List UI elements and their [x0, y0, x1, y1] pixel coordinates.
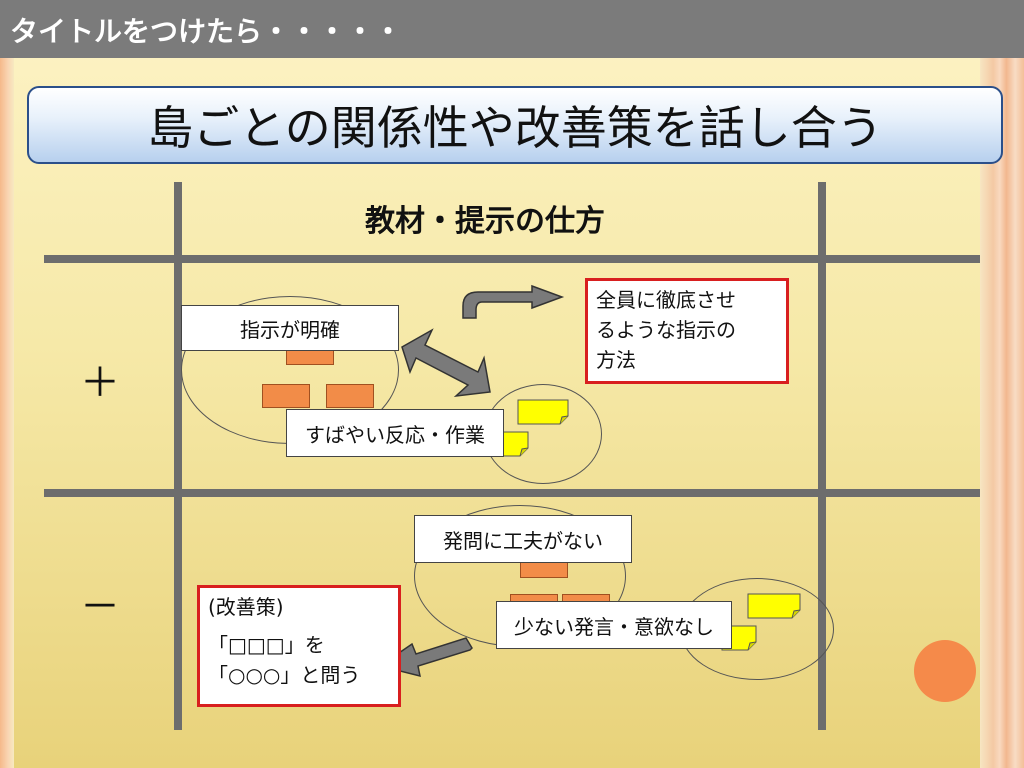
improvement-heading: (改善策)	[208, 595, 284, 619]
header-title: 島ごとの関係性や改善策を話し合う	[147, 101, 883, 155]
curved-arrow-icon	[462, 284, 565, 319]
top-title-bar: タイトルをつけたら・・・・・	[0, 0, 1024, 58]
right-decor-stripe	[980, 58, 1024, 768]
grid-horizontal-top	[44, 255, 980, 263]
plus-sign: ＋	[80, 360, 120, 406]
diagram-subtitle: 教材・提示の仕方	[365, 204, 605, 239]
grid-vertical-right	[818, 182, 826, 730]
yellow-sticky	[747, 593, 801, 619]
yellow-sticky	[517, 399, 569, 425]
double-arrow-icon	[401, 328, 491, 398]
left-decor-stripe	[0, 58, 14, 768]
label-clear-instruction: 指示が明確	[181, 305, 399, 351]
red-note-line: るような指示の	[596, 318, 736, 342]
label-question-lacks-design: 発問に工夫がない	[414, 515, 632, 563]
orange-sticky	[326, 384, 374, 408]
improvement-note: (改善策) 「□□□」を 「○○○」と問う	[197, 585, 401, 707]
orange-sticky	[262, 384, 310, 408]
grid-vertical-left	[174, 182, 182, 730]
improvement-line: 「○○○」と問う	[208, 663, 361, 687]
red-note-line: 全員に徹底させ	[596, 288, 736, 312]
top-title-text: タイトルをつけたら・・・・・	[10, 15, 403, 48]
accent-dot	[914, 640, 976, 702]
header-banner: 島ごとの関係性や改善策を話し合う	[27, 86, 1003, 164]
red-note-instruction-method: 全員に徹底させ るような指示の 方法	[585, 278, 789, 384]
red-note-line: 方法	[596, 348, 636, 372]
minus-sign: －	[80, 584, 120, 630]
label-quick-response: すばやい反応・作業	[286, 409, 504, 457]
improvement-line: 「□□□」を	[208, 633, 325, 657]
grid-horizontal-middle	[44, 489, 980, 497]
label-few-remarks: 少ない発言・意欲なし	[496, 601, 732, 649]
